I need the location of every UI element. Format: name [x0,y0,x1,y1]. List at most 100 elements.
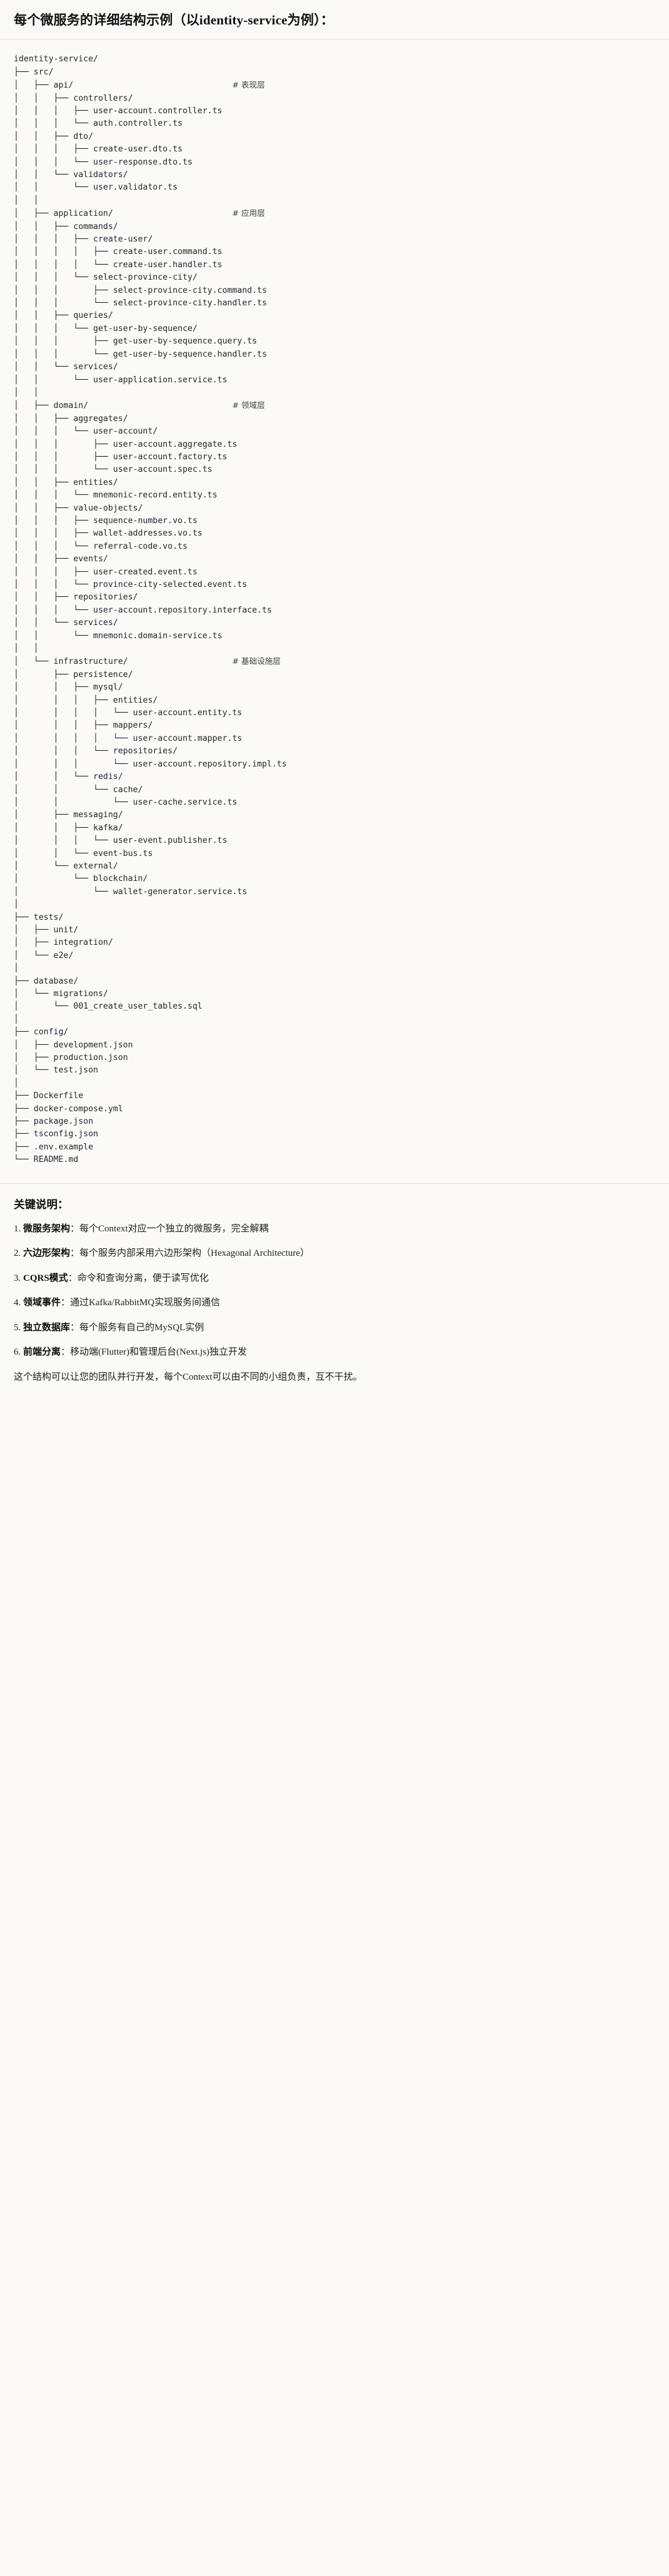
tree-row: ├── docker-compose.yml [14,1103,655,1116]
tree-node-path: │ └── wallet-generator.service.ts [14,887,248,897]
tree-row: │ ├── application/ # 应用层 [14,207,655,220]
tree-node-path: │ │ │ ├── user-account.factory.ts [14,452,228,462]
key-note-item: 4. 领域事件：通过Kafka/RabbitMQ实现服务间通信 [14,1296,655,1310]
tree-node-path: │ │ └── user-cache.service.ts [14,797,238,807]
tree-node-path: │ │ ├── value-objects/ [14,503,143,513]
tree-node-path: │ │ ├── repositories/ [14,593,138,603]
tree-row: │ │ │ └── user-account.spec.ts [14,464,655,476]
tree-node-path: │ │ │ ├── create-user/ [14,235,153,245]
key-note-term: 微服务架构 [23,1223,71,1234]
tree-row: │ │ │ ├── user-account.controller.ts [14,105,655,118]
tree-node-path: │ │ │ ├── entities/ [14,695,158,705]
tree-node-path: │ [14,964,19,974]
tree-node-path: │ │ ├── commands/ [14,221,118,232]
tree-node-path: │ │ ├── queries/ [14,311,113,321]
tree-row: identity-service/ [14,53,655,66]
tree-row: │ │ └── mnemonic.domain-service.ts [14,630,655,643]
tree-node-path: │ ├── development.json [14,1040,133,1050]
tree-comment-spacer [88,401,232,410]
tree-node-path: │ └── e2e/ [14,950,74,960]
tree-row: │ │ │ │ └── user-account.mapper.ts [14,733,655,745]
tree-row: ├── .env.example [14,1141,655,1154]
tree-node-path: │ │ │ └── user-account.spec.ts [14,465,213,475]
tree-node-path: │ │ │ ├── create-user.dto.ts [14,145,183,155]
tree-row: │ └── wallet-generator.service.ts [14,886,655,899]
tree-row: │ └── migrations/ [14,988,655,1000]
tree-node-path: │ │ [14,644,39,654]
tree-node-path: │ │ └── redis/ [14,772,123,782]
tree-node-path: │ │ │ └── get-user-by-sequence.handler.t… [14,349,267,359]
tree-node-path: │ │ │ ├── wallet-addresses.vo.ts [14,529,203,539]
key-note-term: 独立数据库 [23,1322,71,1333]
tree-node-path: │ ├── domain/ [14,401,89,411]
key-note-separator: ： [70,1223,80,1234]
tree-node-path: │ │ │ ├── sequence-number.vo.ts [14,516,198,526]
key-note-description: 移动端(Flutter)和管理后台(Next.js)独立开发 [70,1347,247,1358]
key-note-item: 2. 六边形架构：每个服务内部采用六边形架构（Hexagonal Archite… [14,1246,655,1261]
tree-node-path: ├── config/ [14,1027,69,1037]
tree-row: │ │ │ ├── entities/ [14,695,655,707]
tree-node-path: │ ├── persistence/ [14,669,133,680]
tree-node-path: │ │ └── mnemonic.domain-service.ts [14,631,223,641]
tree-node-path: ├── docker-compose.yml [14,1104,123,1114]
tree-node-path: │ │ ├── dto/ [14,131,94,141]
tree-node-comment: # 基础设施层 [232,656,281,666]
key-note-separator: ： [70,1322,80,1333]
tree-row: │ │ ├── commands/ [14,221,655,233]
tree-row: ├── package.json [14,1116,655,1128]
tree-node-path: └── README.md [14,1155,79,1165]
key-note-number: 6. [14,1347,23,1358]
tree-row: │ │ │ └── auth.controller.ts [14,118,655,130]
tree-row: │ │ │ └── user-account/ [14,425,655,438]
tree-row: │ └── blockchain/ [14,873,655,885]
tree-node-path: │ │ │ │ └── user-account.entity.ts [14,708,243,718]
tree-row: │ │ [14,387,655,399]
tree-node-path: │ ├── unit/ [14,925,79,935]
tree-row: │ │ │ ├── user-account.aggregate.ts [14,439,655,451]
tree-node-comment: # 领域层 [232,400,265,410]
section-divider [0,1183,669,1184]
tree-row: │ │ │ └── user-response.dto.ts [14,156,655,169]
tree-node-path: │ │ ├── kafka/ [14,823,123,833]
tree-node-path: │ │ │ └── user-account.repository.impl.t… [14,759,287,769]
tree-node-path: │ ├── integration/ [14,938,113,948]
tree-row: │ └── 001_create_user_tables.sql [14,1000,655,1013]
tree-row: │ │ │ └── user-account.repository.interf… [14,604,655,617]
tree-row: │ │ │ └── user-account.repository.impl.t… [14,758,655,771]
tree-node-path: ├── src/ [14,67,54,77]
tree-row: ├── src/ [14,66,655,79]
tree-row: │ │ │ └── select-province-city.handler.t… [14,297,655,310]
tree-row: │ └── infrastructure/ # 基础设施层 [14,655,655,668]
tree-comment-spacer [128,657,233,666]
key-note-item: 1. 微服务架构：每个Context对应一个独立的微服务，完全解耦 [14,1222,655,1236]
tree-node-path: │ │ │ └── mnemonic-record.entity.ts [14,491,218,501]
key-note-description: 命令和查询分离，便于读写优化 [77,1273,209,1283]
tree-row: │ ├── development.json [14,1039,655,1052]
key-note-item: 5. 独立数据库：每个服务有自己的MySQL实例 [14,1321,655,1335]
key-note-separator: ： [61,1347,71,1358]
tree-node-path: │ │ [14,195,39,205]
tree-row: │ │ └── services/ [14,617,655,629]
tree-node-path: │ │ │ └── select-province-city/ [14,273,198,283]
tree-row: │ │ │ │ └── user-account.entity.ts [14,707,655,720]
tree-node-path: │ [14,900,19,910]
tree-row: ├── tests/ [14,912,655,924]
tree-row: │ │ [14,195,655,207]
tree-row: │ │ ├── controllers/ [14,93,655,105]
key-notes-list: 1. 微服务架构：每个Context对应一个独立的微服务，完全解耦 2. 六边形架… [14,1222,655,1360]
key-note-number: 2. [14,1248,23,1259]
tree-row: │ │ │ ├── mappers/ [14,720,655,732]
tree-row: │ │ └── services/ [14,361,655,374]
tree-row: ├── tsconfig.json [14,1128,655,1141]
tree-node-path: │ [14,1014,19,1024]
key-note-item: 6. 前端分离：移动端(Flutter)和管理后台(Next.js)独立开发 [14,1345,655,1360]
tree-node-path: │ │ │ ├── mappers/ [14,721,153,731]
closing-statement: 这个结构可以让您的团队并行开发，每个Context可以由不同的小组负责，互不干扰… [14,1372,363,1382]
tree-node-path: │ │ │ ├── select-province-city.command.t… [14,285,267,295]
key-note-term: 六边形架构 [23,1248,71,1259]
tree-node-path: │ │ │ │ ├── create-user.command.ts [14,247,223,257]
tree-node-path: │ └── external/ [14,861,118,871]
directory-tree-block: identity-service/ ├── src/ │ ├── api/ # … [0,39,669,1183]
tree-node-path: ├── database/ [14,976,79,986]
tree-row: │ │ │ ├── user-created.event.ts [14,566,655,579]
